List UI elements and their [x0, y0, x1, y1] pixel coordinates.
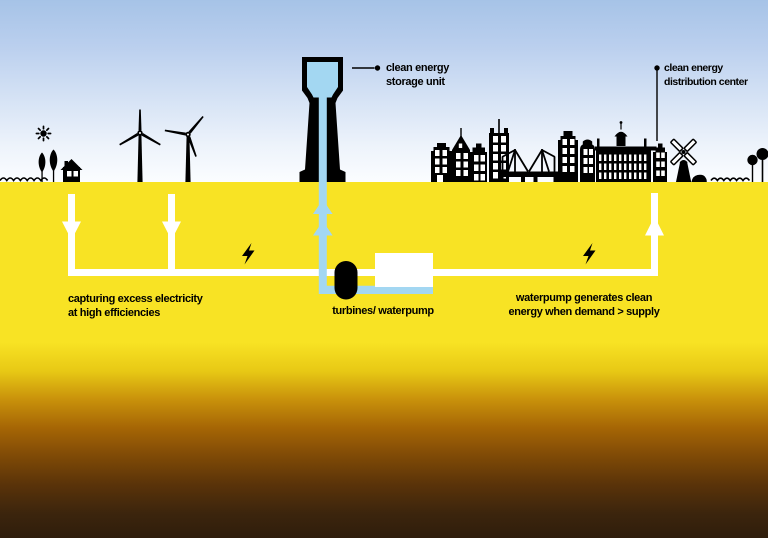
label-capturing: capturing excess electricity at high eff…	[68, 292, 203, 320]
label-distribution-center: clean energy distribution center	[664, 61, 748, 89]
wave-icon	[710, 177, 751, 182]
label-capturing-line1: capturing excess electricity	[68, 293, 203, 305]
arrow-up-icon	[645, 216, 664, 236]
lightning-icon	[242, 243, 255, 265]
bush-icon	[691, 174, 707, 182]
distribution-center-building	[653, 143, 667, 182]
label-storage-unit-line2: storage unit	[386, 76, 445, 88]
drawbridge-icon	[499, 149, 558, 182]
windmill-icon	[670, 138, 697, 182]
label-waterpump-generates: waterpump generates clean energy when de…	[474, 291, 694, 319]
electricity-circuit	[68, 193, 658, 276]
wind-turbine-icon	[164, 115, 204, 182]
arrow-down-icon	[62, 221, 181, 240]
label-waterpump-line1: waterpump generates clean	[515, 292, 653, 304]
city-skyline	[431, 119, 768, 182]
sun-icon	[35, 125, 52, 142]
pump-icon	[334, 261, 358, 300]
reservoir-icon	[375, 253, 433, 287]
label-waterpump-line2: energy when demand > supply	[508, 306, 660, 318]
tree-icon	[747, 148, 768, 182]
palace-building	[595, 121, 657, 182]
lightning-icon	[583, 243, 596, 265]
label-storage-unit-line1: clean energy	[386, 62, 450, 74]
wind-turbine-icon	[119, 109, 161, 182]
tree-icon	[38, 149, 58, 182]
label-turbines-waterpump: turbines/ waterpump	[332, 305, 434, 317]
ground-background	[0, 182, 768, 538]
label-capturing-line2: at high efficiencies	[68, 307, 161, 319]
label-connector	[352, 65, 660, 141]
label-distribution-center-line1: clean energy	[664, 62, 723, 74]
label-distribution-center-line2: distribution center	[664, 76, 748, 88]
house-icon	[60, 159, 83, 182]
wave-icon	[0, 177, 49, 182]
label-storage-unit: clean energy storage unit	[386, 61, 449, 89]
pipe-arrow-up-icon	[313, 199, 333, 236]
